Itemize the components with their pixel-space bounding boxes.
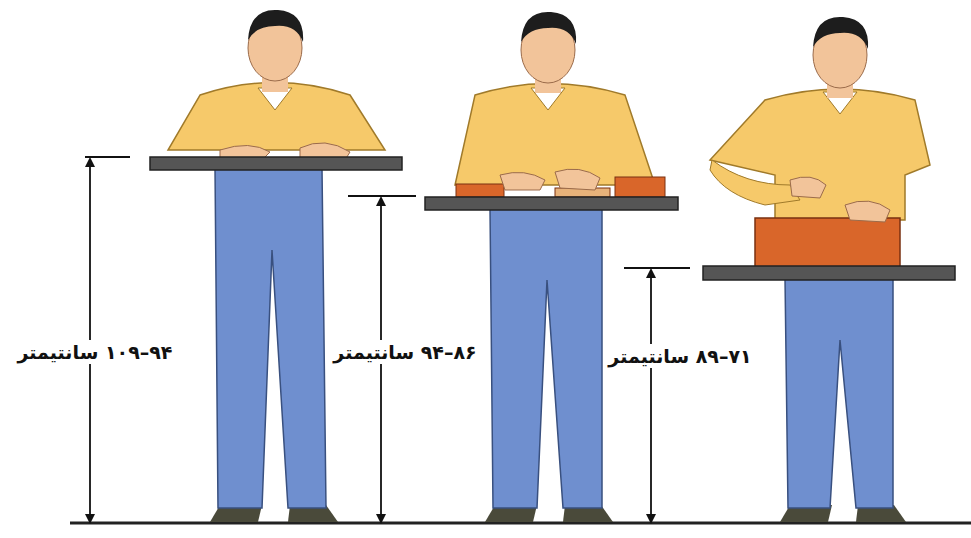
dimension-label: ۹۴–۱۰۹ سانتیمتر [15,340,176,365]
dimension-label: ۸۶–۹۴ سانتیمتر [330,340,479,365]
worker-figure [703,17,955,522]
dimension-lines [85,157,690,519]
workbench-top [425,197,678,210]
worker-figure [150,10,402,522]
workbench-top [150,157,402,170]
dimension-label: ۷۱–۸۹ سانتیمتر [605,344,754,369]
worker-figure [425,12,678,522]
workbench-top [703,266,955,280]
